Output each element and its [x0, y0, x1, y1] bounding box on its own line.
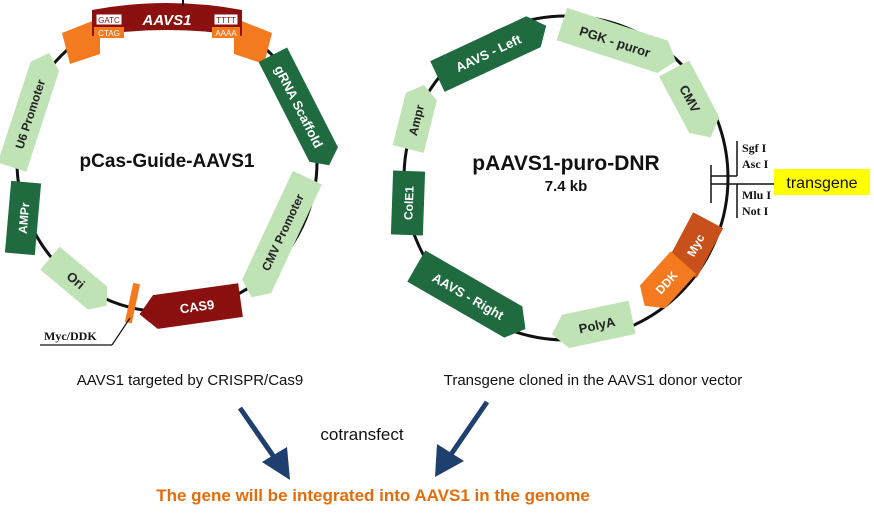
polya-feature: PolyA: [551, 300, 636, 349]
gatc-label: GATC: [98, 16, 120, 25]
myc-ddk-marker: Myc/DDK: [40, 282, 141, 346]
cole1-label: ColE1: [401, 185, 416, 220]
ori-feature: Ori: [40, 246, 108, 310]
myc-ddk-callout: Myc/DDK: [44, 329, 97, 343]
ampr-right-feature: Ampr: [392, 85, 437, 153]
cmv-feature: CMV: [659, 60, 720, 138]
multiple-cloning-site: Sgf I Asc I Mlu I Not I transgene: [710, 141, 870, 218]
transgene-highlight: [774, 169, 870, 195]
left-arrowhead: [262, 447, 290, 480]
aavs-left-feature: AAVS - Left: [430, 16, 547, 92]
right-plasmid-size: 7.4 kb: [545, 178, 588, 195]
right-plasmid-name: pAAVS1-puro-DNR: [472, 152, 659, 175]
right-arrowhead: [435, 444, 464, 477]
ctag-label: CTAG: [98, 29, 120, 38]
cotransfect-arrows: [237, 400, 490, 480]
left-caption: AAVS1 targeted by CRISPR/Cas9: [77, 372, 304, 389]
transgene-label: transgene: [786, 175, 857, 192]
ampr-left-label: AMPr: [16, 202, 33, 235]
cas9-label: CAS9: [179, 297, 215, 317]
site-asc1: Asc I: [742, 157, 769, 171]
pgk-puro-feature: PGK - puror: [556, 7, 676, 74]
ddk-tag-feature: DDK: [639, 251, 697, 309]
aaaa-label: AAAA: [215, 29, 237, 38]
u6-promoter-feature: U6 Promoter: [0, 53, 60, 172]
result-statement: The gene will be integrated into AAVS1 i…: [156, 486, 590, 505]
cotransfect-label: cotransfect: [320, 425, 403, 444]
cas9-feature: CAS9: [139, 283, 243, 329]
site-mlu1: Mlu I: [742, 188, 771, 202]
right-plasmid-map: AAVS - Left PGK - puror CMV Sgf I Asc I …: [390, 7, 870, 349]
site-sgf1: Sgf I: [742, 141, 767, 155]
cmv-promoter-feature: CMV Promoter: [242, 170, 322, 298]
aavs1-target-label: AAVS1: [142, 12, 192, 29]
grna-scaffold-feature: gRNA Scaffold: [258, 47, 338, 166]
right-caption: Transgene cloned in the AAVS1 donor vect…: [444, 372, 743, 389]
ampr-left-feature: AMPr: [4, 180, 42, 256]
aavs1-guide-cassette: GATC CTAG TTTT AAAA AAVS1: [62, 0, 272, 64]
tttt-label: TTTT: [216, 16, 236, 25]
aavs-right-feature: AAVS - Right: [407, 250, 526, 338]
left-plasmid-map: GATC CTAG TTTT AAAA AAVS1 gRNA Scaffold …: [0, 0, 338, 346]
left-plasmid-name: pCas-Guide-AAVS1: [80, 151, 255, 172]
site-not1: Not I: [742, 204, 769, 218]
cole1-feature: ColE1: [390, 170, 426, 236]
